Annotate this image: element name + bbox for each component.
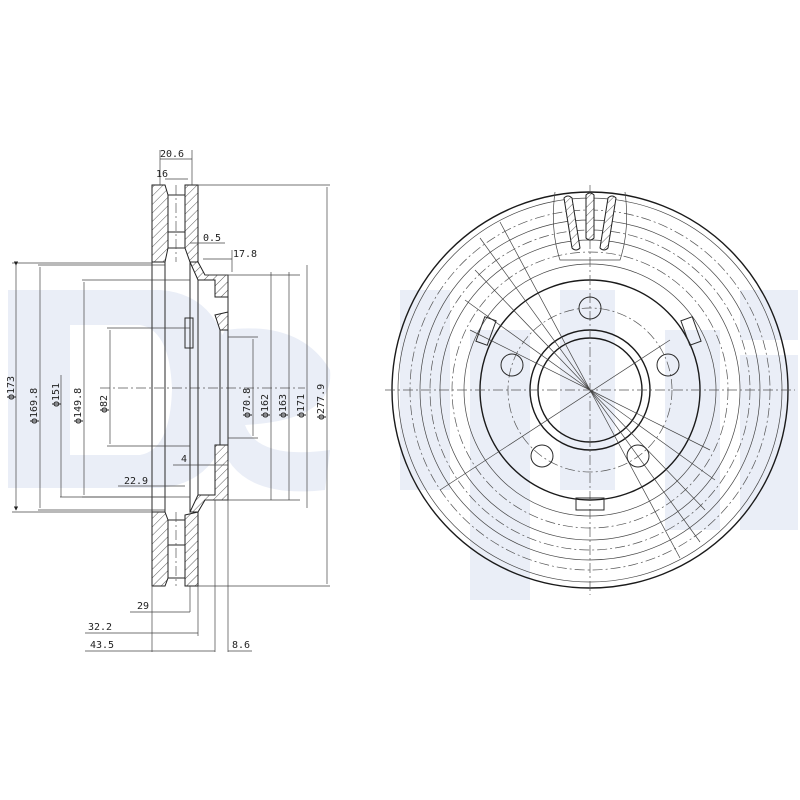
dim-phi171: ϕ171 — [296, 394, 307, 418]
bolt-holes — [500, 296, 680, 468]
dim-phi82: ϕ82 — [99, 395, 110, 413]
dim-16: 16 — [156, 169, 168, 180]
dim-phi173: ϕ173 — [6, 376, 17, 400]
dim-22-9: 22.9 — [124, 476, 148, 487]
dim-phi149-8: ϕ149.8 — [73, 388, 84, 424]
dim-20-6: 20.6 — [160, 149, 184, 160]
front-view — [385, 185, 795, 595]
dim-43-5: 43.5 — [90, 640, 114, 651]
dim-phi162: ϕ162 — [260, 394, 271, 418]
dim-0-5: 0.5 — [203, 233, 221, 244]
dim-phi277-9: ϕ277.9 — [316, 384, 327, 420]
dim-4: 4 — [181, 454, 187, 465]
dim-phi70-8: ϕ70.8 — [242, 388, 253, 418]
bottom-dimension-lines — [85, 500, 252, 652]
dim-32-2: 32.2 — [88, 622, 112, 633]
section-view — [100, 184, 330, 587]
dim-17-8: 17.8 — [233, 249, 257, 260]
right-dimension-lines — [228, 187, 328, 584]
dim-phi169-8: ϕ169.8 — [29, 388, 40, 424]
dim-29: 29 — [137, 601, 149, 612]
left-dimension-lines — [12, 261, 190, 513]
top-dimension-lines — [159, 150, 233, 272]
dim-phi163: ϕ163 — [278, 394, 289, 418]
dim-phi151: ϕ151 — [51, 383, 62, 407]
vent-slots — [552, 191, 628, 261]
delphi-watermark — [8, 290, 798, 600]
dim-8-6: 8.6 — [232, 640, 250, 651]
inner-dimension-lines — [118, 464, 228, 487]
